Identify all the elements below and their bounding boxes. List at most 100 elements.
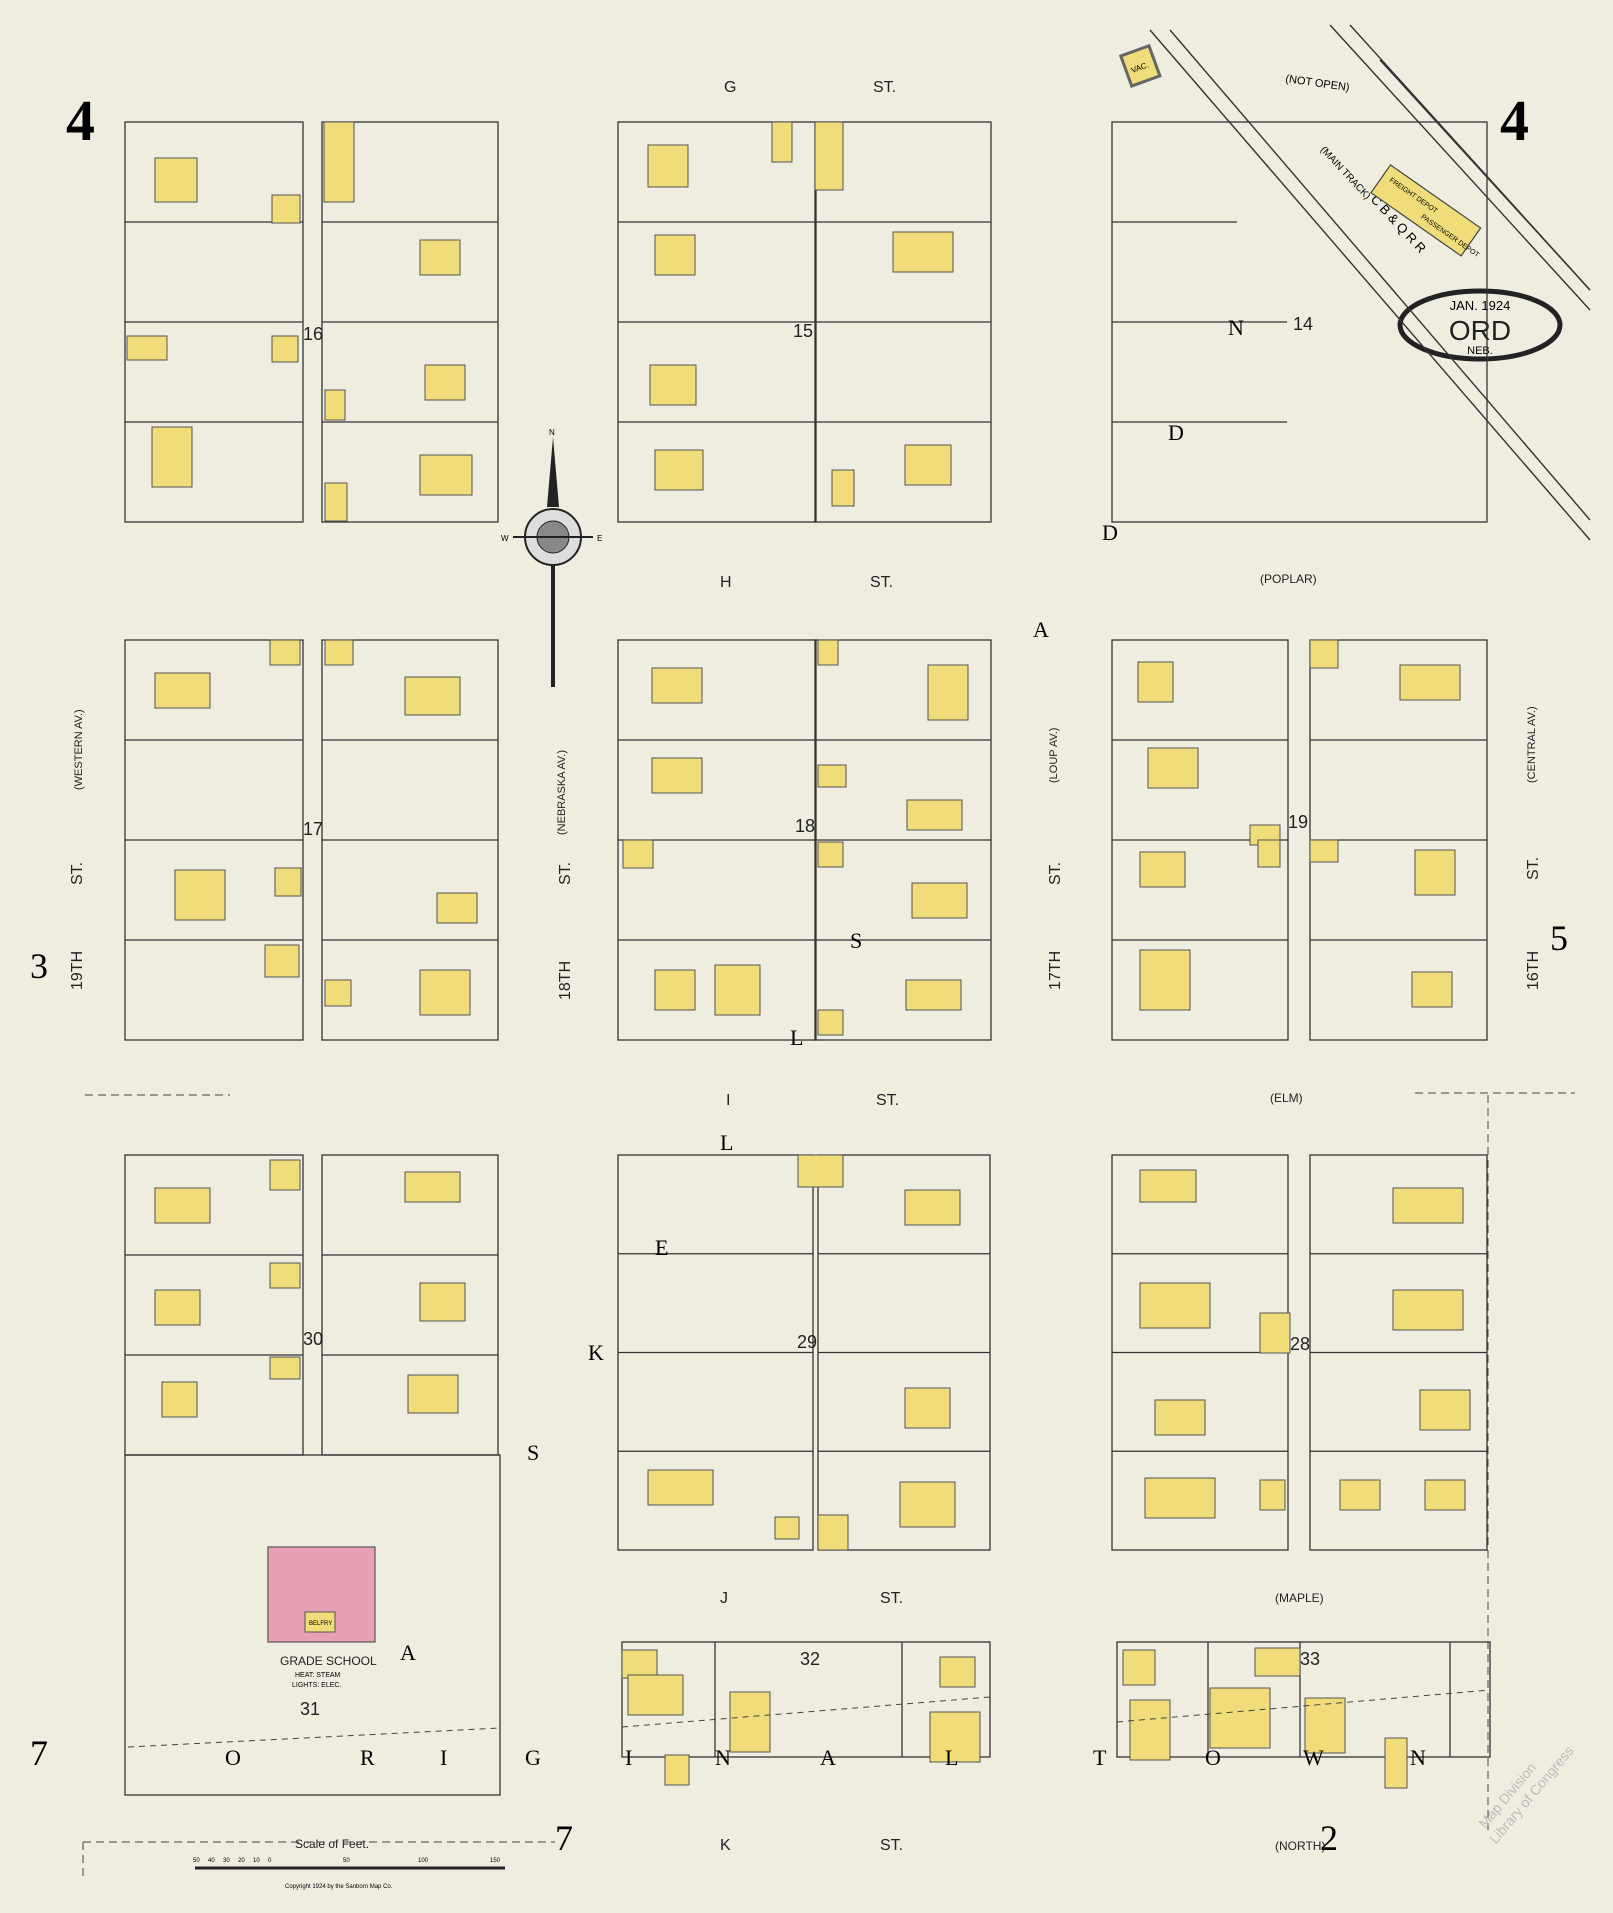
adjacent-sheet-bottom-mid: 7 bbox=[555, 1818, 573, 1858]
block-number: 30 bbox=[303, 1329, 323, 1349]
block-number: 18 bbox=[795, 816, 815, 836]
street-nebraska: (NEBRASKA AV.) bbox=[556, 750, 568, 835]
dwelling bbox=[174, 869, 226, 921]
dwelling bbox=[324, 389, 346, 421]
dwelling bbox=[404, 676, 461, 716]
street-north: (NORTH) bbox=[1275, 1839, 1325, 1853]
dwelling bbox=[892, 231, 954, 273]
school-heat: HEAT: STEAM bbox=[295, 1672, 341, 1679]
street-label-st: ST. bbox=[1047, 862, 1064, 885]
scale-tick: 50 bbox=[193, 1858, 200, 1864]
dwelling bbox=[1139, 1169, 1197, 1203]
dwelling bbox=[269, 1159, 301, 1191]
dwelling bbox=[1384, 1737, 1408, 1789]
depot-rect bbox=[1370, 164, 1482, 257]
block-number: 14 bbox=[1293, 314, 1313, 334]
dwelling bbox=[647, 1469, 714, 1506]
dwelling bbox=[324, 482, 348, 522]
dwelling bbox=[817, 1009, 844, 1036]
street-western: (WESTERN AV.) bbox=[73, 709, 85, 790]
town-letter: O bbox=[225, 1745, 241, 1770]
dwelling bbox=[927, 664, 969, 721]
dwelling bbox=[436, 892, 478, 924]
addition-letter: L bbox=[790, 1025, 803, 1050]
title-town: ORD bbox=[1449, 315, 1511, 346]
dwelling bbox=[1129, 1699, 1171, 1761]
rail-line bbox=[1149, 29, 1591, 541]
scale-bar: Scale of Feet. 50 40 30 20 10 0 50 100 1… bbox=[193, 1837, 505, 1890]
addition-letter: L bbox=[720, 1130, 733, 1155]
dwelling bbox=[271, 194, 301, 224]
dwelling bbox=[269, 1356, 301, 1380]
dwelling bbox=[654, 234, 696, 276]
school-belfry bbox=[304, 1611, 336, 1633]
sheet-number-right: 4 bbox=[1500, 88, 1529, 153]
dwelling bbox=[404, 1171, 461, 1203]
dwelling bbox=[831, 469, 855, 507]
dwelling bbox=[154, 157, 198, 203]
street-label-st: ST. bbox=[1525, 857, 1542, 880]
town-letter: R bbox=[360, 1745, 375, 1770]
dwelling bbox=[797, 1154, 844, 1188]
addition-letter: K bbox=[588, 1340, 604, 1365]
street-label-st: ST. bbox=[876, 1092, 899, 1109]
dwelling bbox=[424, 364, 466, 401]
compass-north-arrow bbox=[547, 437, 559, 507]
compass-n: N bbox=[549, 428, 555, 437]
scale-tick: 100 bbox=[418, 1858, 429, 1864]
street-g: G bbox=[724, 79, 736, 96]
grade-school: BELFRY GRADE SCHOOL HEAT: STEAM LIGHTS: … bbox=[267, 1546, 377, 1689]
street-label-st: ST. bbox=[880, 1837, 903, 1854]
belfry-label: BELFRY bbox=[309, 1621, 332, 1627]
dwelling bbox=[1309, 839, 1339, 863]
rail-line bbox=[1379, 59, 1591, 291]
dwelling bbox=[647, 144, 689, 188]
dwelling bbox=[817, 639, 839, 666]
street-labels: G ST. H ST. (POPLAR) I ST. (ELM) J ST. (… bbox=[720, 79, 1325, 1854]
dwelling bbox=[1399, 664, 1461, 701]
dwelling bbox=[419, 239, 461, 276]
dwelling bbox=[1257, 839, 1281, 868]
dwelling bbox=[651, 757, 703, 794]
dwelling bbox=[1339, 1479, 1381, 1511]
dwelling bbox=[419, 1282, 466, 1322]
dwelling bbox=[621, 1649, 658, 1679]
dwelling bbox=[161, 1381, 198, 1418]
town-letter: W bbox=[1303, 1745, 1324, 1770]
town-letter: A bbox=[820, 1745, 836, 1770]
block-number: 29 bbox=[797, 1332, 817, 1352]
block-number: 17 bbox=[303, 819, 323, 839]
street-j: J bbox=[720, 1590, 728, 1607]
dwelling bbox=[1304, 1697, 1346, 1754]
street-poplar: (POPLAR) bbox=[1260, 572, 1317, 586]
addition-letter: N bbox=[1228, 315, 1244, 340]
dwelling bbox=[714, 964, 761, 1016]
dwelling bbox=[627, 1674, 684, 1716]
boundary-dashed-line bbox=[1116, 1689, 1491, 1723]
boundary-dashed-line bbox=[127, 1727, 501, 1748]
scale-tick: 50 bbox=[343, 1858, 350, 1864]
dwelling bbox=[151, 426, 193, 488]
dwelling bbox=[1259, 1312, 1291, 1354]
dwelling bbox=[929, 1711, 981, 1763]
dwelling bbox=[323, 121, 355, 203]
dwelling bbox=[771, 121, 793, 163]
town-letter: N bbox=[715, 1745, 731, 1770]
street-label-st: ST. bbox=[873, 79, 896, 96]
block-number: 33 bbox=[1300, 1649, 1320, 1669]
addition-letter: S bbox=[527, 1440, 539, 1465]
adjacent-sheet-bottom-right: 2 bbox=[1320, 1818, 1338, 1858]
dwelling bbox=[1147, 747, 1199, 789]
blocks-layer bbox=[124, 121, 1491, 1796]
dwelling bbox=[1139, 1282, 1211, 1329]
dwelling bbox=[1309, 639, 1339, 669]
dwelling bbox=[814, 121, 844, 191]
adjacent-sheet-bottom-left: 7 bbox=[30, 1733, 48, 1773]
dwelling bbox=[905, 979, 962, 1011]
addition-letter: D bbox=[1168, 420, 1184, 445]
dwelling bbox=[407, 1374, 459, 1414]
rail-line bbox=[1329, 24, 1591, 311]
dwelling bbox=[154, 1289, 201, 1326]
block-number: 19 bbox=[1288, 812, 1308, 832]
dwelling bbox=[817, 1514, 849, 1551]
